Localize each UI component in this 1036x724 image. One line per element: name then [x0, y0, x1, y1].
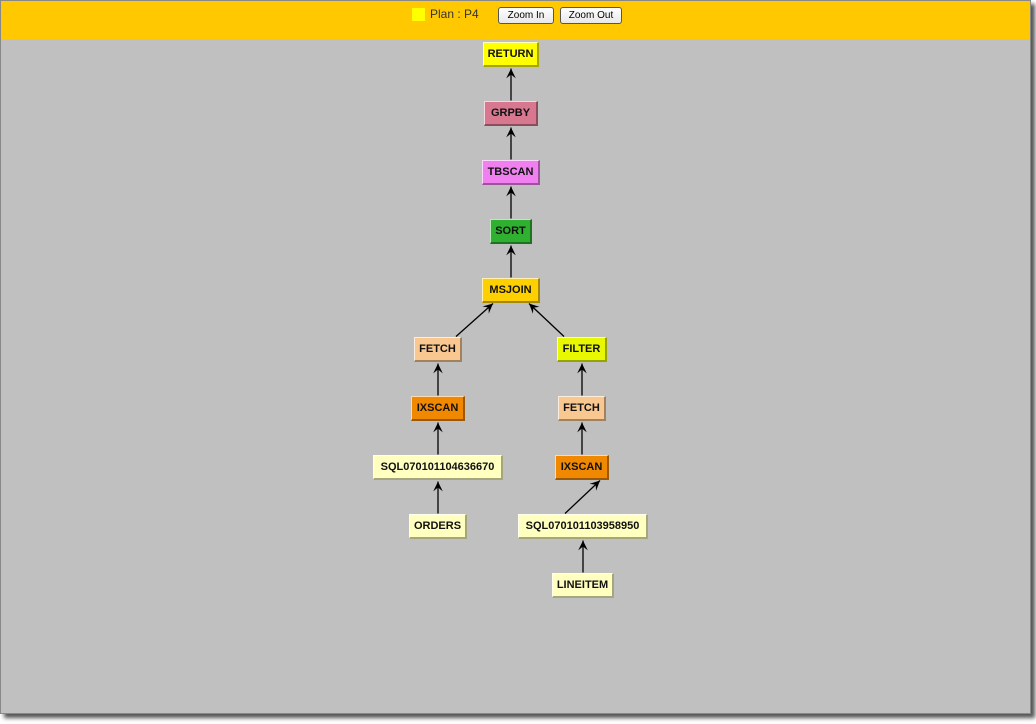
arrowhead-icon	[529, 303, 540, 314]
arrowhead-icon	[506, 245, 516, 256]
edge-tbscan-grpby	[506, 127, 516, 160]
plan-node-fetch1[interactable]: FETCH	[414, 336, 462, 362]
plan-node-sort[interactable]: SORT	[490, 218, 532, 244]
plan-label: Plan : P4	[430, 7, 479, 21]
plan-node-fetch2[interactable]: FETCH	[558, 395, 606, 421]
arrowhead-icon	[577, 422, 587, 433]
edge-line	[455, 303, 494, 337]
edge-ixscan2-fetch2	[577, 422, 587, 455]
arrowhead-icon	[506, 68, 516, 79]
zoom-out-button[interactable]: Zoom Out	[560, 7, 622, 24]
plan-node-ixscan1[interactable]: IXSCAN	[411, 395, 465, 421]
edge-grpby-return	[506, 68, 516, 101]
plan-node-orders[interactable]: ORDERS	[409, 513, 467, 539]
edge-ixscan1-fetch1	[433, 363, 443, 396]
edge-sql1-ixscan1	[433, 422, 443, 455]
edge-sort-tbscan	[506, 186, 516, 219]
plan-node-filter[interactable]: FILTER	[557, 336, 607, 362]
plan-color-swatch	[412, 8, 425, 21]
arrowhead-icon	[482, 303, 493, 314]
edge-msjoin-sort	[506, 245, 516, 278]
zoom-in-button[interactable]: Zoom In	[498, 7, 554, 24]
plan-node-msjoin[interactable]: MSJOIN	[482, 277, 540, 303]
arrowhead-icon	[433, 422, 443, 433]
edge-layer	[433, 68, 601, 573]
plan-node-sql2[interactable]: SQL070101103958950	[518, 513, 648, 539]
plan-node-lineitem[interactable]: LINEITEM	[552, 572, 614, 598]
edge-lineitem-sql2	[578, 540, 588, 573]
arrowhead-icon	[589, 480, 600, 491]
edge-fetch2-filter	[577, 363, 587, 396]
toolbar: Plan : P4 Zoom In Zoom Out	[1, 1, 1030, 39]
arrowhead-icon	[506, 127, 516, 138]
plan-node-grpby[interactable]: GRPBY	[484, 100, 538, 126]
arrowhead-icon	[433, 363, 443, 374]
edge-orders-sql1	[433, 481, 443, 514]
edge-line	[528, 303, 565, 337]
arrowhead-icon	[578, 540, 588, 551]
edge-fetch1-msjoin	[455, 303, 494, 337]
arrowhead-icon	[577, 363, 587, 374]
plan-node-sql1[interactable]: SQL070101104636670	[373, 454, 503, 480]
plan-node-ixscan2[interactable]: IXSCAN	[555, 454, 609, 480]
plan-node-return[interactable]: RETURN	[483, 41, 539, 67]
edge-line	[564, 480, 601, 514]
edge-filter-msjoin	[528, 303, 565, 337]
arrowhead-icon	[506, 186, 516, 197]
edge-sql2-ixscan2	[564, 480, 601, 514]
plan-node-tbscan[interactable]: TBSCAN	[482, 159, 540, 185]
arrowhead-icon	[433, 481, 443, 492]
